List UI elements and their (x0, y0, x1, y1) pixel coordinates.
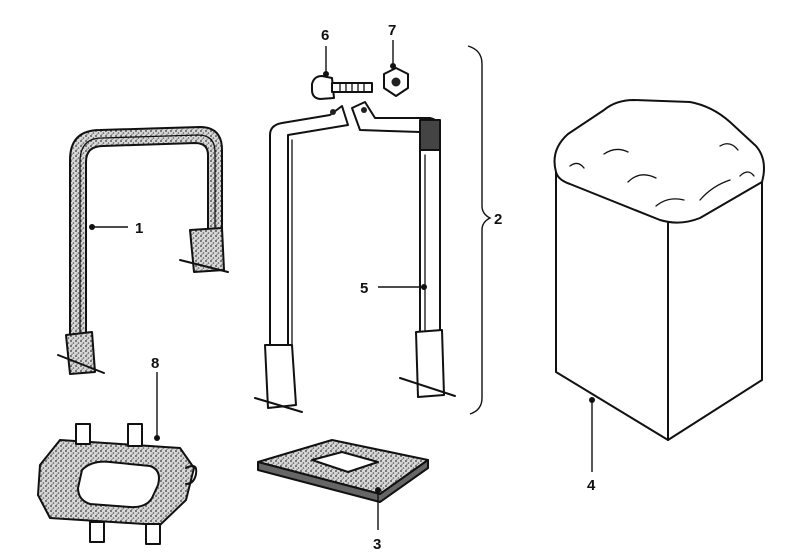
assembly-bracket (467, 45, 492, 415)
part-6-bolt (311, 75, 373, 100)
callout-3: 3 (373, 536, 381, 553)
part-4-battery (553, 99, 765, 441)
callout-5: 5 (360, 280, 368, 297)
callout-4: 4 (587, 477, 596, 494)
callout-1: 1 (135, 220, 143, 237)
callout-8: 8 (151, 355, 159, 372)
leader-lines (89, 40, 595, 530)
part-3-rubber-pad (257, 439, 429, 503)
callout-2: 2 (494, 211, 502, 228)
callout-7: 7 (388, 22, 396, 39)
part-1-padded-clamp (57, 126, 229, 375)
callout-6: 6 (321, 27, 329, 44)
part-7-hex-nut (383, 67, 409, 97)
part-5-hanger-bracket (254, 101, 456, 413)
part-8-base-tray (37, 423, 198, 545)
